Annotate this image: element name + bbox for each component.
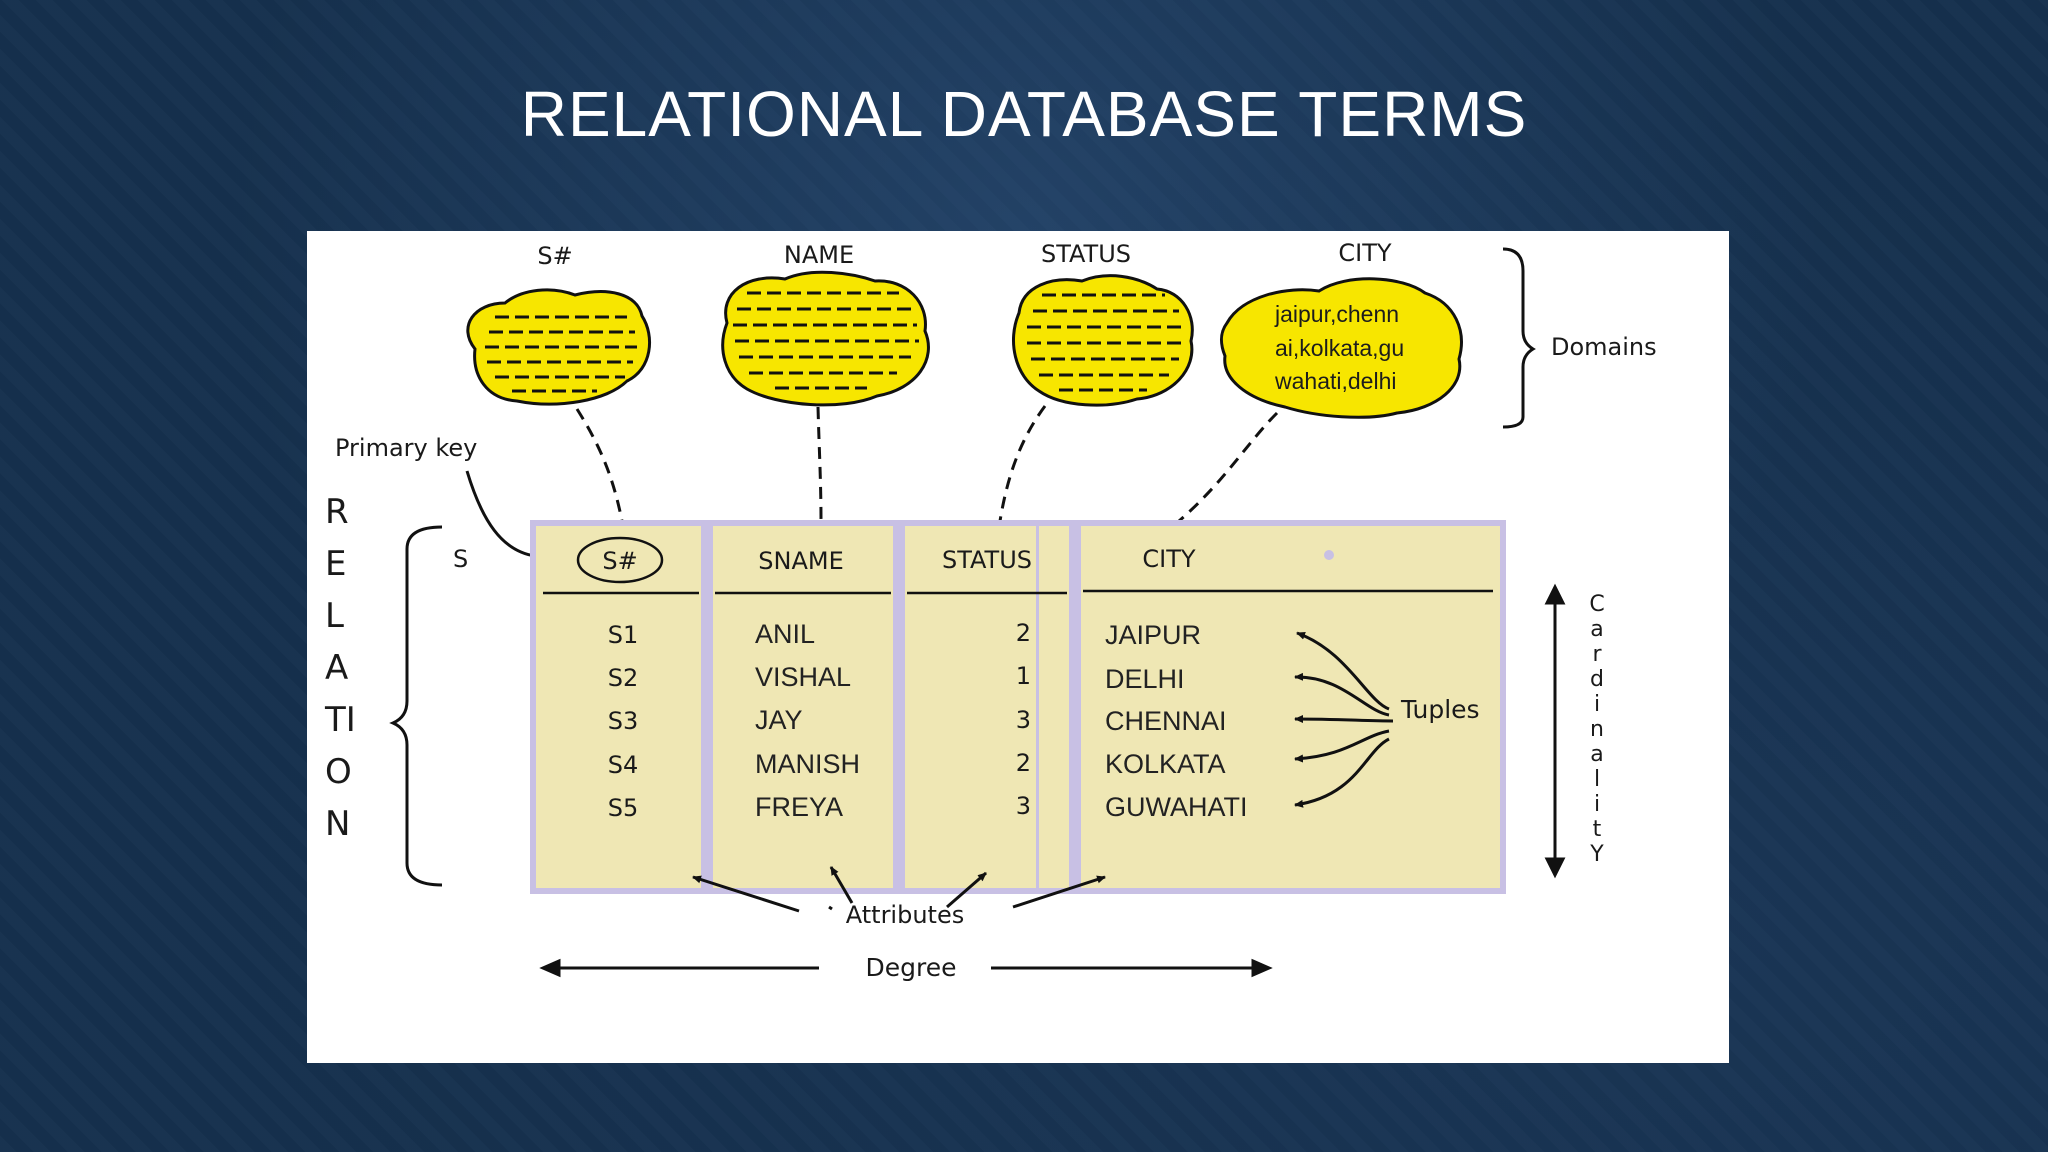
cell-r4-city: KOLKATA <box>1105 749 1226 779</box>
tuples-label: Tuples <box>1400 695 1480 724</box>
diagram-svg: S# NAME STATUS CITY <box>324 239 1657 982</box>
city-domain-line-1: jaipur,chenn <box>1274 301 1399 327</box>
city-domain-line-3: wahati,delhi <box>1274 368 1396 394</box>
cell-r1-sname: ANIL <box>755 619 815 649</box>
relation-letter-5: TI <box>324 700 356 740</box>
relation-name: S <box>453 545 468 573</box>
cell-r1-city: JAIPUR <box>1105 620 1201 650</box>
city-domain-line-2: ai,kolkata,gu <box>1275 335 1404 361</box>
table-header-snum: S# <box>602 547 637 575</box>
relation-letter-6: O <box>325 752 352 792</box>
relation-letter-3: L <box>325 596 344 636</box>
domain-blob-name <box>721 270 930 407</box>
cardinality-letter-11: Y <box>1589 842 1604 867</box>
relation-letter-2: E <box>325 544 346 584</box>
cardinality-letter-2: a <box>1590 617 1603 642</box>
cardinality-letter-6: n <box>1590 717 1604 742</box>
cell-r2-status: 1 <box>1016 662 1031 690</box>
attributes-label: Attributes <box>846 901 964 929</box>
relation-table <box>530 520 1506 894</box>
cell-r1-snum: S1 <box>608 621 639 649</box>
cardinality-label: C a r d i n a l i t Y <box>1589 592 1604 867</box>
cardinality-letter-5: i <box>1594 692 1600 717</box>
degree-arrow <box>539 958 1273 978</box>
cardinality-letter-10: t <box>1593 817 1602 842</box>
relational-diagram: S# NAME STATUS CITY <box>307 231 1729 1063</box>
domain-header-status: STATUS <box>1041 240 1131 268</box>
cell-r5-snum: S5 <box>608 794 639 822</box>
cell-r4-status: 2 <box>1016 749 1031 777</box>
cell-r5-city: GUWAHATI <box>1105 792 1248 822</box>
cell-r3-sname: JAY <box>755 705 803 735</box>
domain-header-name: NAME <box>784 241 854 269</box>
table-header-city: CITY <box>1142 545 1195 573</box>
cardinality-letter-1: C <box>1589 592 1604 617</box>
cell-r5-sname: FREYA <box>755 792 843 822</box>
cell-r5-status: 3 <box>1016 792 1031 820</box>
domain-blob-status <box>1011 274 1194 407</box>
domain-header-snum: S# <box>537 242 572 270</box>
table-header-sname: SNAME <box>758 547 843 575</box>
domain-header-city: CITY <box>1338 239 1391 267</box>
cardinality-letter-7: a <box>1590 742 1603 767</box>
domain-connectors <box>575 405 1279 523</box>
attributes-arrows <box>692 866 1106 913</box>
domains-brace <box>1502 247 1536 429</box>
cell-r2-sname: VISHAL <box>755 662 851 692</box>
primary-key-label: Primary key <box>335 434 477 462</box>
cell-r4-snum: S4 <box>608 751 639 779</box>
cardinality-arrow <box>1544 583 1566 879</box>
relation-brace <box>389 525 443 887</box>
cell-r2-city: DELHI <box>1105 664 1185 694</box>
cell-r4-sname: MANISH <box>755 749 860 779</box>
primary-key-circle <box>576 536 664 584</box>
domain-blob-city: jaipur,chenn ai,kolkata,gu wahati,delhi <box>1219 277 1463 419</box>
table-header-status: STATUS <box>942 546 1032 574</box>
slide-title: RELATIONAL DATABASE TERMS <box>520 78 1528 150</box>
tuples-arrows <box>1294 631 1394 808</box>
degree-label: Degree <box>866 953 957 982</box>
stray-dot <box>1324 550 1334 560</box>
cell-r1-status: 2 <box>1016 619 1031 647</box>
cardinality-letter-3: r <box>1592 642 1602 667</box>
cardinality-letter-4: d <box>1590 667 1604 692</box>
cardinality-letter-8: l <box>1594 767 1600 792</box>
cell-r3-snum: S3 <box>608 707 639 735</box>
primary-key-pointer <box>465 470 536 558</box>
relation-letter-7: N <box>325 804 350 844</box>
relation-letter-4: A <box>325 648 348 688</box>
domains-label: Domains <box>1551 333 1657 361</box>
cell-r3-city: CHENNAI <box>1105 706 1227 736</box>
relation-letter-1: R <box>325 492 349 532</box>
cell-r3-status: 3 <box>1016 706 1031 734</box>
cell-r2-snum: S2 <box>608 664 639 692</box>
cardinality-letter-9: i <box>1594 792 1600 817</box>
domain-blob-snum <box>466 288 652 406</box>
